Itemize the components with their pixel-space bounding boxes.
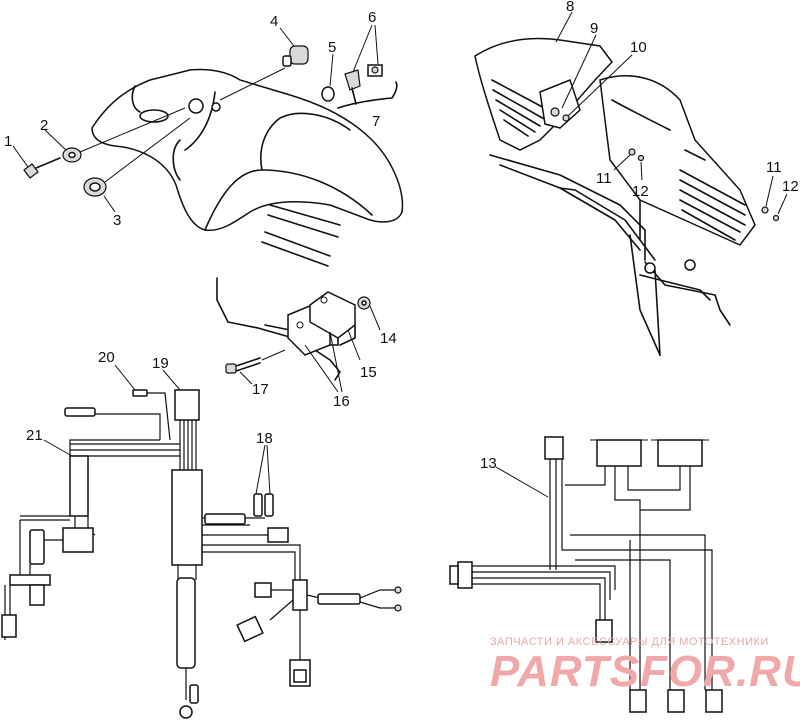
callouts-top-right: 8 9 10 11 12 11 12 <box>555 0 799 215</box>
callout-4: 4 <box>270 13 278 30</box>
callout-17: 17 <box>252 381 269 398</box>
callout-8: 8 <box>566 0 574 15</box>
callout-21: 21 <box>26 427 43 444</box>
main-wiring-harness <box>1 389 402 719</box>
part-7-spring <box>337 81 398 109</box>
side-panel-drawing <box>474 37 780 356</box>
callout-14: 14 <box>380 330 397 347</box>
callout-11-left: 11 <box>596 170 612 187</box>
callout-5: 5 <box>328 39 336 56</box>
part-11-nut-right <box>761 206 769 214</box>
hood-assembly-drawing <box>91 68 404 381</box>
callouts-top-left: 1 2 3 4 5 6 7 <box>4 9 380 229</box>
bracket-assembly <box>225 291 371 374</box>
callout-15: 15 <box>360 364 377 381</box>
part-4-knob <box>282 45 309 67</box>
watermark: ЗАПЧАСТИ И АКСЕССУАРЫ ДЛЯ МОТОТЕХНИКИ PA… <box>490 636 800 696</box>
part-3-grommet <box>83 177 107 197</box>
part-1-screw <box>23 157 61 179</box>
callout-9: 9 <box>590 20 598 37</box>
callouts-bottom-right: 13 <box>480 455 549 498</box>
callout-12-left: 12 <box>632 183 649 200</box>
callout-18: 18 <box>256 430 273 447</box>
watermark-brand: PARTSFOR.RU <box>490 647 800 696</box>
callout-10: 10 <box>630 39 647 56</box>
callout-1: 1 <box>4 133 12 150</box>
callout-19: 19 <box>152 355 169 372</box>
part-17-bolt <box>225 349 286 374</box>
hardware-parts-1-7 <box>23 45 398 197</box>
callout-6: 6 <box>368 9 376 26</box>
callout-13: 13 <box>480 455 497 472</box>
callouts-middle: 14 15 16 17 <box>239 305 397 410</box>
secondary-wiring-harness <box>449 436 723 713</box>
callouts-bottom-left: 18 19 20 21 <box>26 349 273 495</box>
part-5-washer <box>321 86 335 102</box>
watermark-tagline: ЗАПЧАСТИ И АКСЕССУАРЫ ДЛЯ МОТОТЕХНИКИ <box>490 636 769 648</box>
callout-2: 2 <box>40 117 48 134</box>
callout-16: 16 <box>333 393 350 410</box>
part-12-screw-left <box>637 154 645 162</box>
callout-3: 3 <box>113 212 121 229</box>
part-11-nut-left <box>628 148 636 156</box>
callout-11-right: 11 <box>766 159 782 176</box>
part-6-clips <box>344 64 383 105</box>
part-2-washer <box>62 147 82 163</box>
callout-7: 7 <box>372 113 380 130</box>
callout-20: 20 <box>98 349 115 366</box>
part-12-screw-right <box>772 214 780 222</box>
callout-12-right: 12 <box>782 178 799 195</box>
